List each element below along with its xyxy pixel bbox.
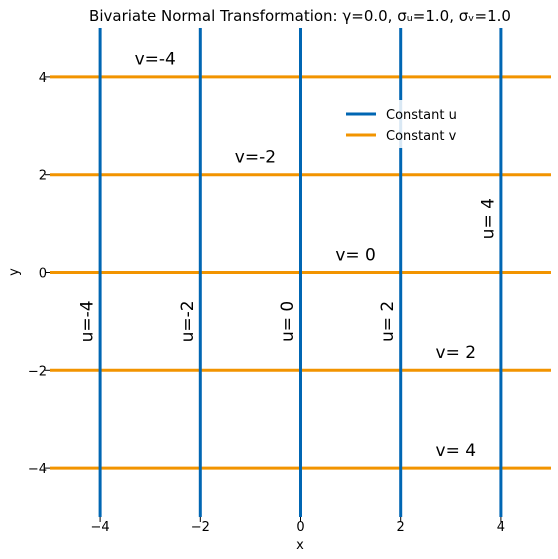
u-line-label: u= 2 [378, 301, 398, 342]
y-tick-label: −2 [28, 364, 47, 379]
v-line-label: v=-4 [135, 50, 176, 70]
y-tick-label: −4 [28, 462, 47, 477]
legend: Constant u Constant v [338, 100, 478, 148]
y-axis: −4 −2 0 2 4 [28, 71, 50, 477]
u-line-label: u=-4 [78, 300, 98, 342]
x-axis: −4 −2 0 2 4 [91, 517, 505, 535]
series-layer [50, 28, 551, 517]
u-line-label: u=-2 [178, 300, 198, 342]
legend-label: Constant v [386, 129, 457, 144]
x-tick-label: −4 [91, 520, 110, 535]
annotation-layer: v=-4 v=-2 v= 0 v= 2 v= 4 u=-4 u=-2 u= 0 u= 2 u= 4 [78, 50, 499, 461]
y-axis-label: y [7, 268, 22, 276]
y-tick-label: 0 [39, 267, 47, 282]
v-line-label: v=-2 [235, 147, 276, 167]
v-line-label: v= 0 [335, 245, 376, 265]
y-tick-label: 2 [39, 169, 47, 184]
x-tick-label: 4 [497, 520, 505, 535]
legend-box [338, 100, 478, 148]
chart-title: Bivariate Normal Transformation: γ=0.0, … [89, 7, 511, 25]
u-line-label: u= 4 [478, 198, 498, 239]
legend-label: Constant u [386, 108, 457, 123]
y-tick-label: 4 [39, 71, 47, 86]
v-line-label: v= 2 [436, 343, 477, 363]
x-axis-label: x [296, 538, 304, 553]
v-line-label: v= 4 [436, 441, 477, 461]
x-tick-label: 2 [397, 520, 405, 535]
u-line-label: u= 0 [278, 301, 298, 342]
x-tick-label: 0 [296, 520, 304, 535]
x-tick-label: −2 [191, 520, 210, 535]
